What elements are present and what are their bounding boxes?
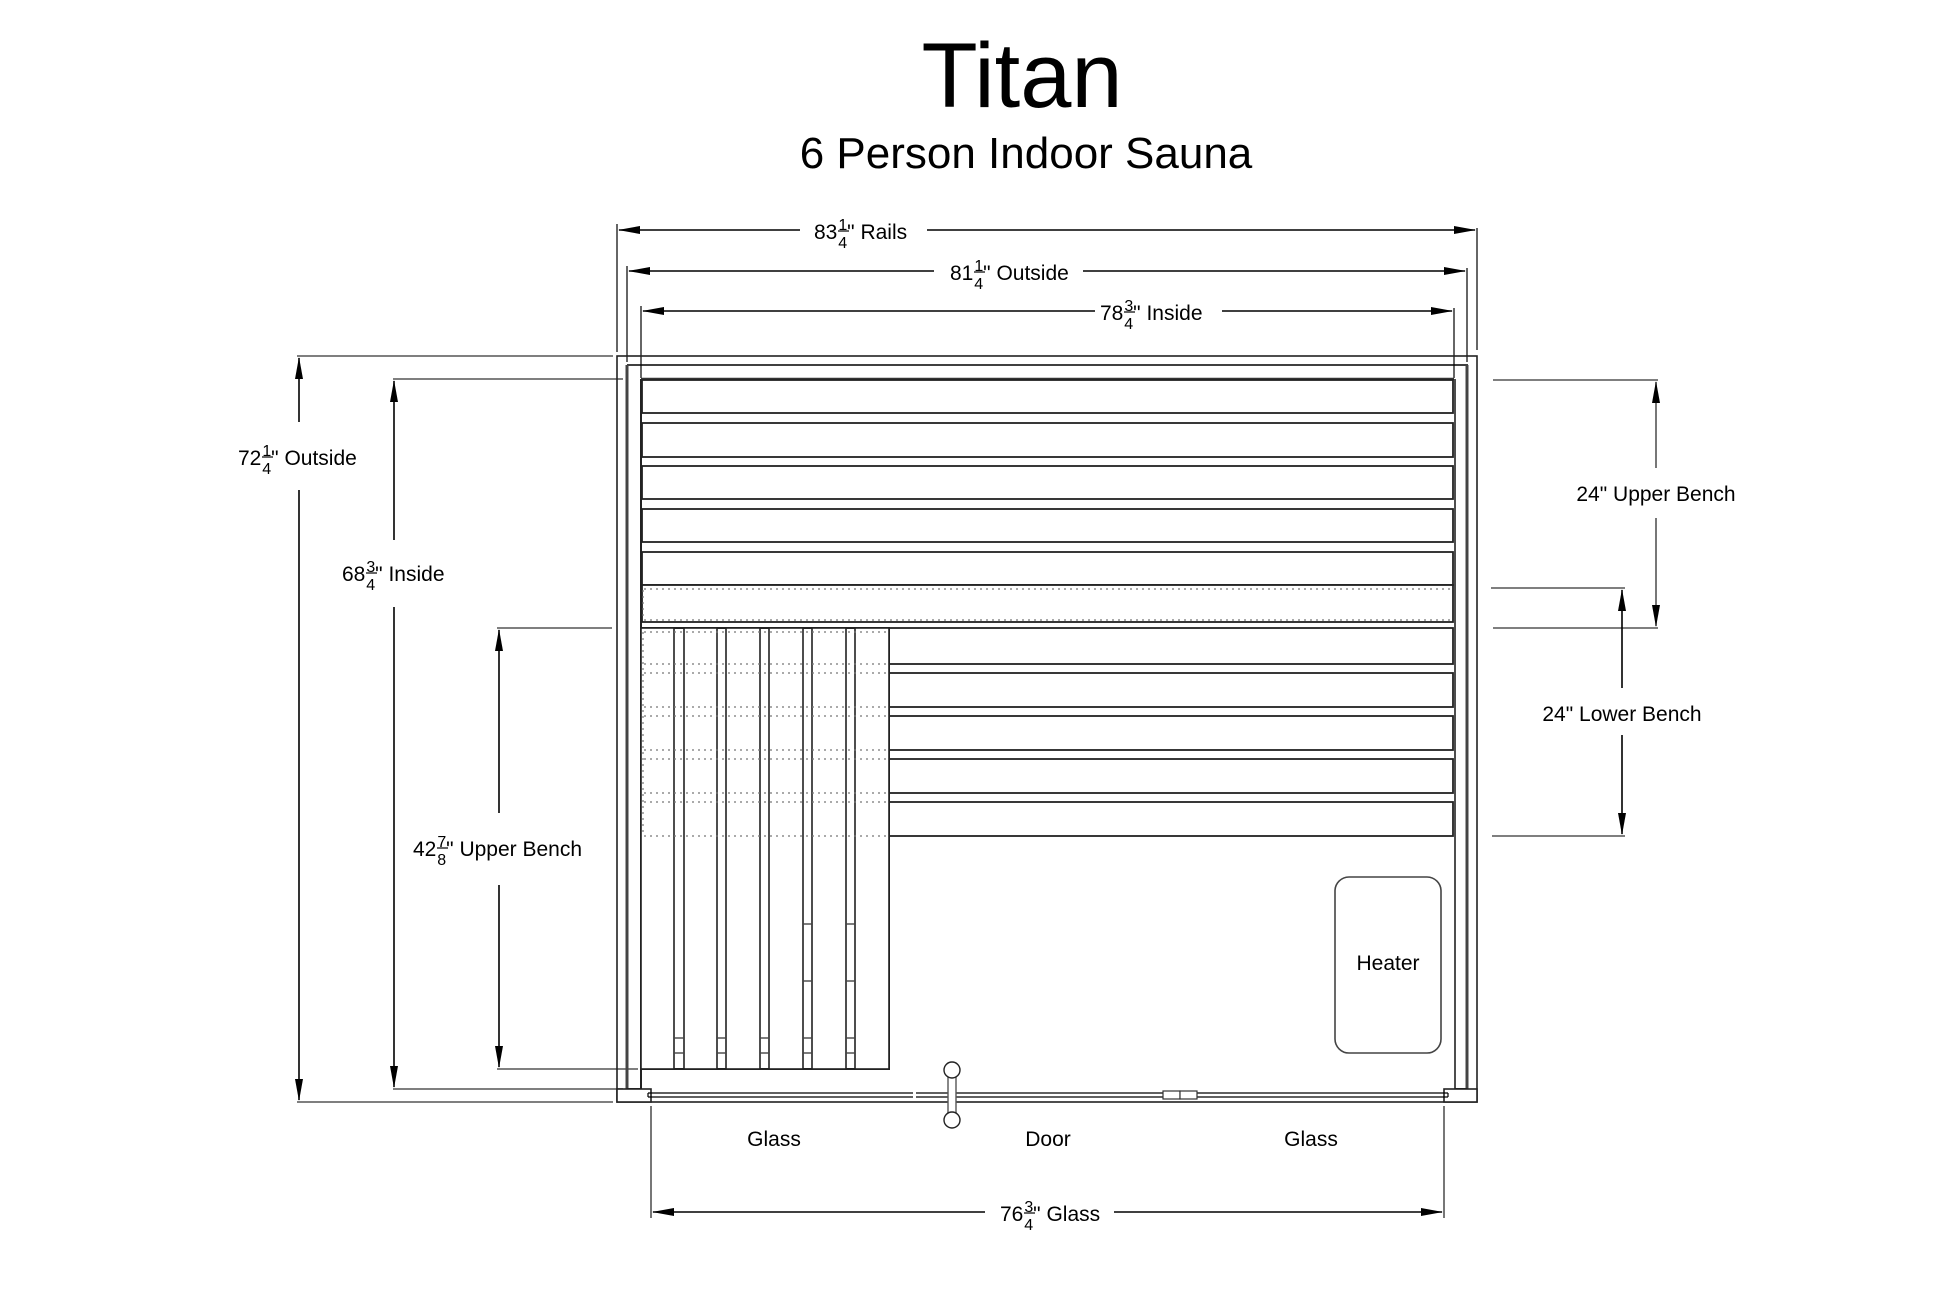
plank — [888, 758, 1454, 794]
handle-knob-icon — [943, 1111, 961, 1129]
front-glass-wall: Glass Door Glass — [616, 1061, 1478, 1151]
heater: Heater — [1334, 876, 1442, 1054]
dimension-upper-bench-depth: 24" Upper Bench — [1493, 379, 1736, 629]
arrow-down-icon — [1652, 605, 1660, 627]
arrow-down-icon — [295, 1079, 303, 1101]
slat — [640, 627, 675, 1070]
glass-right-label: Glass — [1284, 1128, 1338, 1151]
plank — [888, 672, 1454, 708]
arrow-right-icon — [1421, 1208, 1443, 1216]
arrow-up-icon — [1618, 589, 1626, 611]
slat-block-outline — [640, 627, 890, 1070]
corner-post-right — [1443, 1088, 1478, 1103]
upper-backrest-planks — [641, 379, 1454, 586]
sauna-frame — [616, 355, 1478, 1103]
slat-crossbars — [674, 923, 855, 1054]
heater-outline — [1334, 876, 1442, 1054]
arrow-up-icon — [1652, 381, 1660, 403]
arrow-down-icon — [390, 1066, 398, 1088]
arrow-right-icon — [1431, 307, 1453, 315]
arrow-up-icon — [295, 357, 303, 379]
arrow-down-icon — [1618, 813, 1626, 835]
upper-bench-slats — [640, 627, 890, 1070]
rails-outline — [616, 355, 1478, 1103]
slat — [725, 627, 761, 1070]
glass-left-label: Glass — [747, 1128, 801, 1151]
plank — [641, 422, 1454, 458]
upper-bench-edge — [641, 584, 1454, 623]
hinge-leaf-icon — [1162, 1090, 1181, 1100]
corner-post-left — [616, 1088, 652, 1103]
dimension-label: 24" Upper Bench — [1576, 483, 1735, 506]
arrow-down-icon — [495, 1046, 503, 1068]
plank — [641, 551, 1454, 586]
arrow-right-icon — [1444, 267, 1466, 275]
handle-knob-icon — [943, 1061, 961, 1079]
arrow-left-icon — [618, 226, 640, 234]
arrow-up-icon — [390, 380, 398, 402]
slat — [811, 627, 847, 1070]
slat — [768, 627, 804, 1070]
plank — [641, 379, 1454, 414]
plank — [641, 465, 1454, 500]
slat — [683, 627, 718, 1070]
plank — [888, 627, 1454, 665]
dimension-label: 24" Lower Bench — [1542, 703, 1701, 726]
arrow-up-icon — [495, 629, 503, 651]
plank — [888, 715, 1454, 751]
arrow-left-icon — [628, 267, 650, 275]
door-hinge — [1162, 1090, 1198, 1100]
lower-bench-planks — [888, 627, 1454, 837]
door-handle[interactable] — [943, 1061, 961, 1129]
heater-label: Heater — [1356, 952, 1419, 975]
plank — [641, 508, 1454, 543]
plank — [641, 584, 1454, 623]
arrow-right-icon — [1454, 226, 1476, 234]
page-title: Titan — [921, 25, 1122, 127]
page-subtitle: 6 Person Indoor Sauna — [800, 129, 1253, 178]
arrow-left-icon — [652, 1208, 674, 1216]
arrow-left-icon — [642, 307, 664, 315]
slat — [854, 627, 890, 1070]
hinge-leaf-icon — [1179, 1090, 1198, 1100]
plank — [888, 801, 1454, 837]
door-label: Door — [1025, 1128, 1071, 1151]
dimension-lower-bench-depth: 24" Lower Bench — [1491, 587, 1702, 837]
